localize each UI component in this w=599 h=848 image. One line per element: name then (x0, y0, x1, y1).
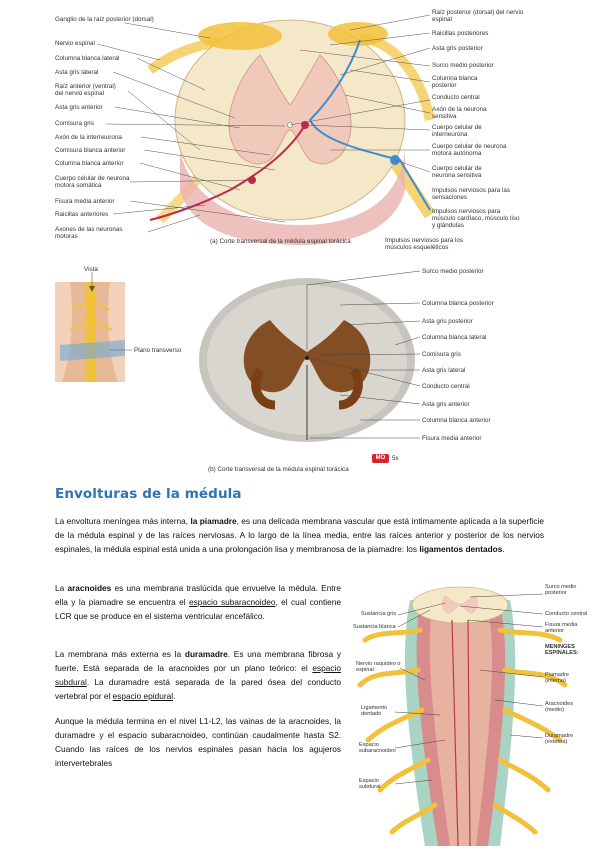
label-impulsos-cardiaco: Impulsos nerviosos para músculo cardíaco… (432, 208, 520, 230)
label-raicillas-posteriores: Raicillas posteriores (432, 30, 489, 37)
label-b-fisura-media-anterior: Fisura media anterior (422, 435, 482, 442)
label-cuerpo-interneurona: Cuerpo celular de interneurona (432, 124, 482, 139)
label-asta-gris-lateral: Asta gris lateral (55, 69, 99, 76)
label-c-sustancia-gris: Sustancia gris (361, 611, 397, 617)
label-conducto-central: Conducto central (432, 94, 480, 101)
mo-badge: MO (372, 454, 389, 463)
label-c-surco-medio-posterior: Surco medio posterior (545, 584, 577, 597)
label-neurona-autonoma: Cuerpo celular de neurona motora autónom… (432, 143, 507, 158)
label-comisura-blanca-anterior: Comisura blanca anterior (55, 147, 126, 154)
paragraph-piamadre: La envoltura meníngea más interna, la pi… (55, 516, 545, 554)
histology-figure (55, 270, 421, 442)
label-b-asta-gris-lateral: Asta gris lateral (422, 367, 466, 374)
label-raicillas-anteriores: Raicillas anteriores (55, 211, 109, 218)
paragraph-aracnoides: La aracnoides es una membrana traslúcida… (55, 583, 341, 621)
label-axon-interneurona: Axón de la interneurona (55, 134, 122, 141)
label-b-comisura-gris: Comisura gris (422, 351, 461, 358)
label-columna-blanca-posterior: Columna blanca posterior (432, 75, 478, 90)
label-columna-blanca-anterior: Columna blanca anterior (55, 160, 124, 167)
figure-b-caption: (b) Corte transversal de la médula espin… (208, 466, 349, 473)
label-axon-sensitiva: Axón de la neurona sensitiva (432, 106, 487, 121)
label-comisura-gris: Comisura gris (55, 120, 94, 127)
magnification-label: 5x (392, 455, 399, 462)
label-b-columna-blanca-posterior: Columna blanca posterior (422, 300, 494, 307)
section-heading: Envolturas de la médula (55, 486, 242, 502)
label-c-duramadre: Duramadre (externa) (545, 733, 573, 746)
label-raiz-posterior: Raíz posterior (dorsal) del nervio espin… (432, 9, 524, 24)
label-neurona-motora-somatica: Cuerpo celular de neurona motora somátic… (55, 175, 130, 190)
label-plano-transverso: Plano transverso (134, 347, 182, 354)
label-impulsos-sensaciones: Impulsos nerviosos para las sensaciones (432, 187, 511, 202)
label-b-columna-blanca-anterior: Columna blanca anterior (422, 417, 491, 424)
spinal-cord-diagram (96, 14, 435, 245)
label-c-espacio-subdural: Espacio subdural (359, 778, 381, 791)
label-impulsos-esqueleticos: Impulsos nerviosos para los músculos esq… (385, 237, 464, 252)
label-c-conducto-central: Conducto central (545, 611, 588, 617)
label-surco-medio-posterior: Surco medio posterior (432, 62, 494, 69)
label-c-aracnoides: Aracnoides (medio) (545, 701, 573, 714)
label-c-espacio-subaracnoideo: Espacio subaracnoideo (359, 742, 396, 755)
label-nervio-espinal: Nervio espinal (55, 40, 95, 47)
paragraph-duramadre: La membrana más externa es la duramadre.… (55, 649, 341, 701)
label-fisura-media-anterior: Fisura media anterior (55, 198, 115, 205)
paragraph-continuacion: Aunque la médula termina en el nivel L1-… (55, 716, 341, 768)
label-b-conducto-central: Conducto central (422, 383, 470, 390)
label-asta-gris-anterior: Asta gris anterior (55, 104, 103, 111)
label-c-ligamento-dentado: Ligamento dentado (361, 705, 388, 718)
label-c-meninges-espinales: MENINGES ESPINALES: (545, 644, 579, 657)
label-vista: Vista (84, 266, 98, 273)
label-neurona-sensitiva: Cuerpo celular de neurona sensitiva (432, 165, 482, 180)
label-c-piamadre: Piamadre (interna) (545, 672, 569, 685)
figure-a-caption: (a) Corte transversal de la médula espin… (210, 238, 351, 245)
label-asta-gris-posterior: Asta gris posterior (432, 45, 483, 52)
label-c-sustancia-blanca: Sustancia blanca (353, 624, 396, 630)
label-axones-motoras: Axones de las neuronas motoras (55, 226, 123, 241)
label-b-columna-blanca-lateral: Columna blanca lateral (422, 334, 487, 341)
label-ganglio: Ganglio de la raíz posterior (dorsal) (55, 16, 154, 23)
label-raiz-anterior: Raíz anterior (ventral) del nervio espin… (55, 83, 116, 98)
label-b-surco-medio-posterior: Surco medio posterior (422, 268, 484, 275)
label-b-asta-gris-posterior: Asta gris posterior (422, 318, 473, 325)
label-b-asta-gris-anterior: Asta gris anterior (422, 401, 470, 408)
label-c-fisura-media-anterior: Fisura media anterior (545, 622, 578, 635)
label-columna-blanca-lateral: Columna blanca lateral (55, 55, 120, 62)
label-c-nervio-raquideo: Nervio raquídeo o espinal (356, 661, 401, 674)
